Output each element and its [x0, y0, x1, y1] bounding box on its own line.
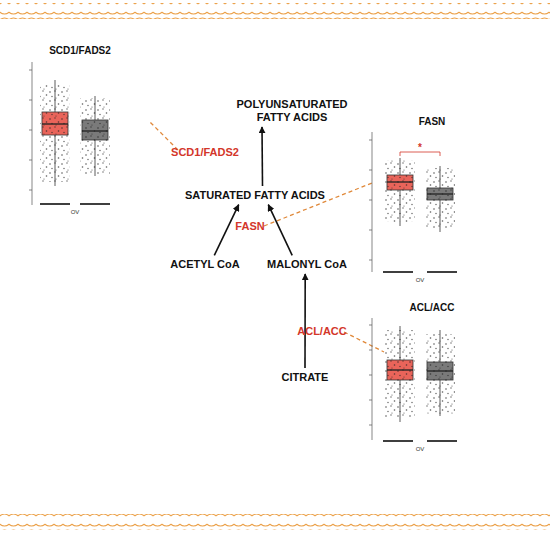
leader-line-part	[344, 332, 384, 352]
decorative-band	[0, 3, 550, 530]
enzyme-label: FASN	[235, 220, 264, 233]
box-plot-part	[385, 160, 415, 222]
decorative-band-part	[0, 3, 550, 19]
box-plot-part	[383, 440, 457, 442]
box-plot-part	[40, 203, 110, 205]
box-plot	[369, 132, 457, 272]
box-plot-part	[80, 98, 110, 174]
metabolite-node: POLYUNSATURATED FATTY ACIDS	[232, 98, 352, 124]
box-plot-part	[425, 334, 455, 414]
box-plot-part	[372, 318, 373, 440]
box-plot-part	[29, 70, 32, 190]
node-text: ACETYL CoA	[165, 258, 245, 271]
box-plot-part	[385, 330, 415, 418]
reaction-arrow	[304, 274, 306, 368]
box-plot	[369, 318, 457, 441]
significance-mark: *	[418, 142, 422, 153]
axis-label: OV	[71, 209, 80, 215]
reaction-arrow	[214, 205, 238, 256]
metabolite-node: ACETYL CoA	[165, 258, 245, 271]
box-plot-part	[369, 325, 372, 425]
metabolite-node: SATURATED FATTY ACIDS	[180, 189, 330, 202]
box-plot-part	[383, 271, 457, 273]
axis-label: OV	[416, 446, 425, 452]
metabolite-node: MALONYL CoA	[262, 258, 352, 271]
box-plot-part	[425, 168, 455, 228]
node-text: CITRATE	[275, 371, 335, 384]
node-text: MALONYL CoA	[262, 258, 352, 271]
box-plot-part	[32, 62, 33, 205]
chart-title: FASN	[419, 116, 446, 127]
box-plot-part	[369, 140, 372, 260]
decorative-band-part	[0, 514, 550, 530]
node-text: POLYUNSATURATED FATTY ACIDS	[232, 98, 352, 124]
node-text: SATURATED FATTY ACIDS	[180, 189, 330, 202]
box-plot	[29, 62, 110, 205]
metabolite-node: CITRATE	[275, 371, 335, 384]
box-plot-part	[372, 132, 373, 272]
leader-line	[150, 122, 384, 352]
box-plot-part	[400, 152, 440, 156]
enzyme-label: ACL/ACC	[297, 325, 347, 338]
reaction-arrow	[261, 127, 263, 186]
chart-title: SCD1/FADS2	[49, 45, 111, 56]
box-plot-part	[40, 84, 70, 182]
enzyme-label: SCD1/FADS2	[171, 146, 239, 159]
reaction-arrow	[268, 205, 292, 256]
chart-title: ACL/ACC	[410, 302, 455, 313]
axis-label: OV	[416, 277, 425, 283]
